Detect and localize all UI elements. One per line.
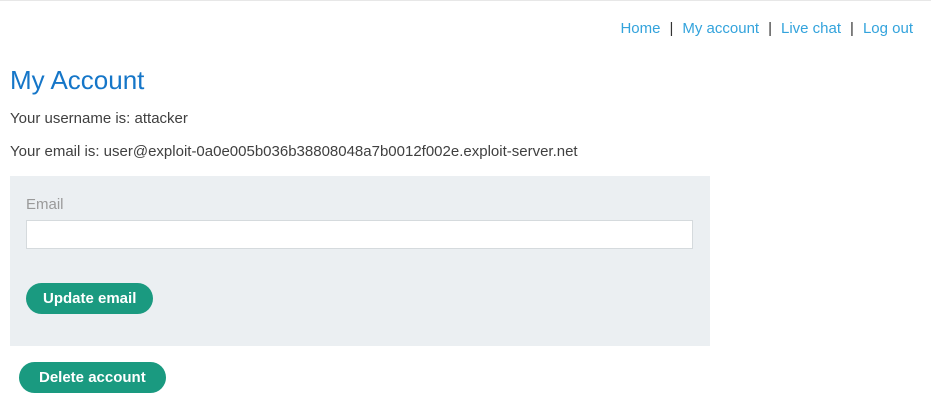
nav-link-live-chat[interactable]: Live chat: [781, 20, 842, 37]
top-navigation: Home | My account | Live chat | Log out: [0, 1, 931, 38]
update-email-button[interactable]: Update email: [26, 283, 154, 314]
username-value: attacker: [134, 110, 188, 127]
nav-separator: |: [850, 20, 854, 37]
email-value: user@exploit-0a0e005b036b38808048a7b0012…: [103, 143, 578, 160]
email-field-label: Email: [26, 196, 64, 213]
email-line: Your email is: user@exploit-0a0e005b036b…: [10, 143, 931, 160]
nav-separator: |: [768, 20, 772, 37]
page-title: My Account: [10, 65, 145, 95]
username-label: Your username is:: [10, 110, 131, 127]
nav-separator: |: [669, 20, 674, 37]
nav-link-home[interactable]: Home: [620, 20, 661, 37]
change-email-form: Email Update email: [10, 176, 710, 346]
account-content: My Account Your username is: attacker Yo…: [0, 67, 931, 393]
nav-link-log-out[interactable]: Log out: [862, 20, 913, 37]
username-line: Your username is: attacker: [10, 110, 931, 127]
email-input[interactable]: [26, 220, 693, 249]
delete-account-button[interactable]: Delete account: [19, 362, 166, 393]
email-label: Your email is:: [10, 143, 100, 160]
nav-link-my-account[interactable]: My account: [682, 20, 760, 37]
